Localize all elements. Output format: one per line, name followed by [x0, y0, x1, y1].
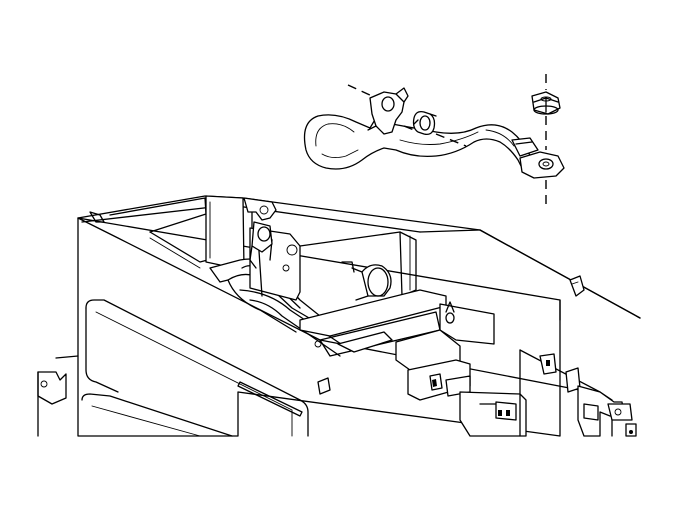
right-side-frame	[419, 229, 641, 437]
inner-compartment	[205, 195, 527, 437]
mounting-bracket	[243, 197, 277, 269]
grommet	[412, 110, 437, 136]
mounting-clip	[367, 87, 409, 135]
tube-assembly	[303, 114, 565, 179]
flange-nut	[531, 91, 561, 115]
exploded-view-centerlines	[347, 74, 547, 210]
